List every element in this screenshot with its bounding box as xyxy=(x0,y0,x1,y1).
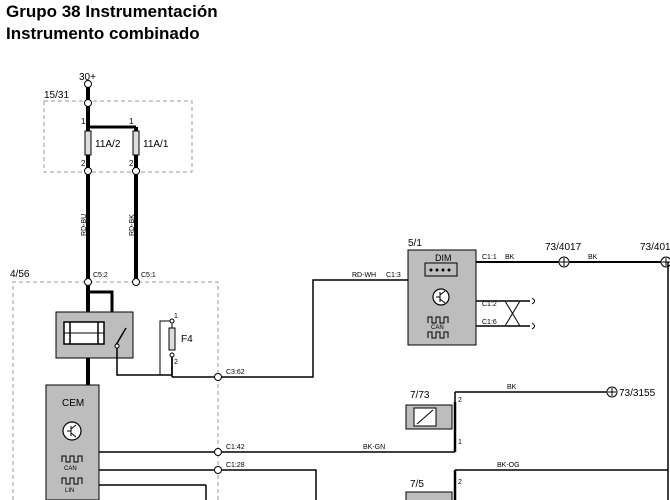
fuse-f4-symbol xyxy=(168,327,176,351)
label-cem-box: 4/56 xyxy=(10,269,30,280)
dim-display-dot-1 xyxy=(429,268,433,272)
label-7-5-pin-2: 2 xyxy=(458,479,462,486)
label-7-73-pin-2: 2 xyxy=(458,397,462,404)
dim-display-icon xyxy=(424,262,458,277)
label-wire-rd-bk: RD-BK xyxy=(129,214,136,236)
label-7-73-pin-1: 1 xyxy=(458,439,462,446)
label-cem: CEM xyxy=(62,398,84,409)
relay-switch-node xyxy=(114,343,120,349)
label-ground-401x: 73/401 xyxy=(640,242,670,253)
supply-node xyxy=(84,80,92,88)
cem-can-signal-icon xyxy=(61,455,83,463)
label-supply: 30+ xyxy=(79,72,96,83)
label-fuse-box: 15/31 xyxy=(44,90,69,101)
label-c1-6: C1:6 xyxy=(482,319,497,326)
dim-transistor-glyph xyxy=(436,290,446,304)
label-dim-can: CAN xyxy=(431,325,444,331)
fuse-11a1-symbol xyxy=(132,130,140,156)
twisted-pair-symbol xyxy=(504,300,521,327)
component-7-73-sensor-slash xyxy=(416,409,434,425)
label-wire-bk-og: BK-OG xyxy=(497,462,520,469)
wire-rd-wh xyxy=(218,279,408,378)
twisted-pair-ends xyxy=(531,297,535,330)
fuse-11a2-symbol xyxy=(84,130,92,156)
dim-transistor-icon xyxy=(432,288,450,306)
cem-module xyxy=(45,384,100,500)
relay-feed-wire xyxy=(88,290,114,318)
label-c1-3: C1:3 xyxy=(386,272,401,279)
connector-c1-28-node xyxy=(214,466,222,474)
relay-switch xyxy=(115,327,127,346)
dim-can-signal-icon-top xyxy=(427,316,449,324)
label-pin-1b: 1 xyxy=(129,117,134,126)
label-dim-box: 5/1 xyxy=(408,238,422,249)
label-c5-2: C5:2 xyxy=(93,272,108,279)
label-c5-1: C5:1 xyxy=(141,272,156,279)
label-c1-28: C1:28 xyxy=(226,462,245,469)
component-7-5 xyxy=(405,491,453,500)
label-pin-2a: 2 xyxy=(81,159,86,168)
wire-c1-28 xyxy=(99,469,317,500)
label-cem-can: CAN xyxy=(64,466,77,472)
cem-lin-signal-icon xyxy=(61,477,83,485)
connector-c1-42-node xyxy=(214,448,222,456)
fuse-f4-pin2-node xyxy=(169,352,175,358)
page-subtitle: Instrumento combinado xyxy=(6,24,200,43)
label-cem-lin: LIN xyxy=(65,488,74,494)
dim-display-dot-2 xyxy=(435,268,439,272)
label-wire-rd-wh: RD-WH xyxy=(352,272,376,279)
label-c1-1: C1:1 xyxy=(482,254,497,261)
label-wire-bk-3: BK xyxy=(507,384,517,391)
dim-display-dot-3 xyxy=(441,268,445,272)
label-component-7-5: 7/5 xyxy=(410,479,424,490)
connector-c3-62-node xyxy=(214,373,222,381)
wire-f4-top xyxy=(159,320,173,375)
label-ground-4017: 73/4017 xyxy=(545,242,582,253)
fuse-f4-pin1-node xyxy=(169,318,175,324)
fuse-box-outline xyxy=(43,100,193,173)
fuse-11a1-out-node xyxy=(132,167,140,175)
label-ground-3155: 73/3155 xyxy=(619,388,656,399)
page-title: Grupo 38 Instrumentación xyxy=(6,2,218,21)
label-component-7-73: 7/73 xyxy=(410,390,430,401)
ground-point-3155-cross xyxy=(608,388,616,396)
label-pin-2b: 2 xyxy=(129,159,134,168)
label-wire-bk-1: BK xyxy=(505,254,515,261)
connector-c5-1-node xyxy=(132,278,140,286)
cem-transistor-glyph xyxy=(67,424,77,438)
fuse-11a2-out-node xyxy=(84,167,92,175)
dim-can-signal-icon-bottom xyxy=(427,331,449,339)
label-fuse-11a2: 11A/2 xyxy=(95,139,121,150)
label-f4-pin-1: 1 xyxy=(174,313,178,320)
label-wire-rd-bu: RD-BU xyxy=(81,214,88,236)
label-c1-42: C1:42 xyxy=(226,444,245,451)
label-pin-1a: 1 xyxy=(81,117,86,126)
label-f4-pin-2: 2 xyxy=(174,359,178,366)
label-c3-62: C3:62 xyxy=(226,369,245,376)
cem-module-outline xyxy=(12,281,219,500)
cem-transistor-icon xyxy=(62,421,82,441)
connector-c5-2-node xyxy=(84,278,92,286)
fuse-box-entry-node xyxy=(84,99,92,107)
label-fuse-f4: F4 xyxy=(181,334,193,345)
label-c1-2: C1:2 xyxy=(482,301,497,308)
dim-display-dot-4 xyxy=(447,268,451,272)
label-wire-bk-gn: BK-GN xyxy=(363,444,385,451)
label-wire-bk-2: BK xyxy=(588,254,598,261)
label-fuse-11a1: 11A/1 xyxy=(143,139,169,150)
ground-point-4017-cross xyxy=(560,258,568,266)
label-dim: DIM xyxy=(435,253,452,263)
